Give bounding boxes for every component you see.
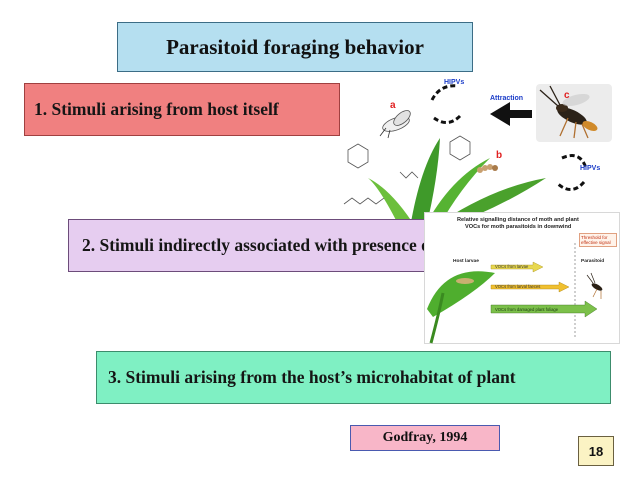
diagram-wasp-icon	[586, 272, 603, 299]
label-b: b	[496, 150, 502, 161]
larva-image	[456, 278, 474, 284]
citation-box: Godfray, 1994	[350, 425, 500, 451]
stem-image	[429, 292, 445, 344]
threshold-label: Threshold for effective signal	[579, 233, 617, 247]
attraction-arrow	[490, 102, 532, 126]
slide-title: Parasitoid foraging behavior	[117, 22, 473, 72]
voc-plant-label: VOCs from damaged plant foliage	[495, 307, 559, 312]
label-a: a	[390, 100, 396, 111]
hipv-label-right: HIPVs	[580, 165, 600, 172]
hipv-arrows-right	[557, 154, 588, 191]
stimulus-3-box: 3. Stimuli arising from the host’s micro…	[96, 351, 611, 404]
voc-plant-arrow	[490, 300, 598, 318]
signalling-distance-diagram: Relative signalling distance of moth and…	[424, 212, 620, 344]
plant-insect-illustration: c Attraction HIPVs HIPVs a	[343, 79, 612, 228]
parasitoid-label: Parasitoid	[581, 259, 605, 264]
page-number: 18	[578, 436, 614, 466]
voc-larvae-label: VOCs from larvae	[495, 264, 529, 269]
diagram-graphics	[427, 243, 603, 344]
voc-faeces-label: VOCs from larval faeces	[495, 284, 541, 289]
leaf-image	[427, 271, 495, 317]
label-c: c	[564, 90, 570, 101]
attraction-label: Attraction	[490, 95, 523, 102]
stimulus-1-box: 1. Stimuli arising from host itself	[24, 83, 340, 136]
moth-image	[379, 110, 411, 139]
voc-faeces-arrow	[490, 281, 570, 293]
diagram-title-line-1: Relative signalling distance of moth and…	[457, 217, 579, 223]
parasitoid-wasp-image	[539, 85, 598, 139]
hipv-label-top: HIPVs	[444, 79, 464, 86]
caterpillar-image	[477, 164, 498, 173]
voc-larvae-arrow	[490, 261, 544, 273]
hipv-arrows-top	[430, 84, 462, 124]
diagram-title-line-2: VOCs for moth parasitoids in downwind	[465, 224, 572, 230]
stimulus-2-box: 2. Stimuli indirectly associated with pr…	[68, 219, 438, 272]
host-larvae-label: Host larvae	[453, 259, 479, 264]
